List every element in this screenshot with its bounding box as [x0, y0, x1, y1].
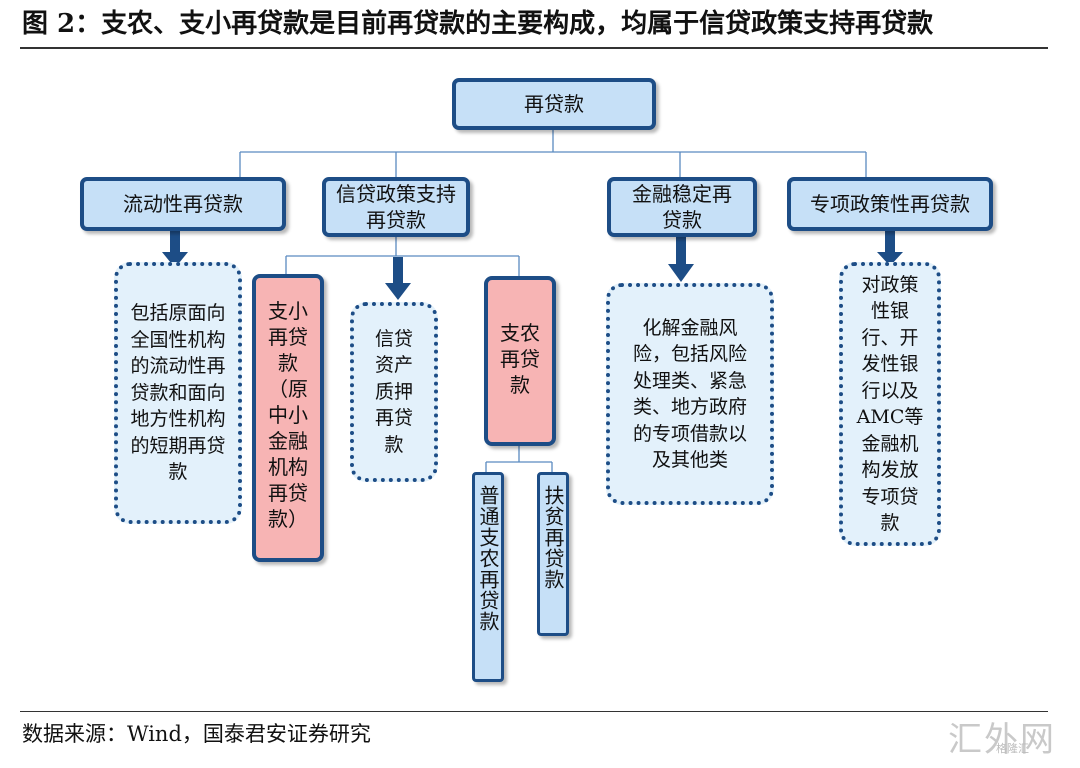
- figure-title: 图 2：支农、支小再贷款是目前再贷款的主要构成，均属于信贷政策支持再贷款: [22, 9, 934, 39]
- arrow-financial-stability: [668, 236, 694, 282]
- node-poverty-relief-text: 扶贫再贷款: [541, 485, 565, 590]
- arrow-credit-asset: [385, 257, 411, 300]
- node-agri-relending-text: 支农再贷款: [500, 321, 540, 397]
- footer-divider: [20, 711, 1048, 712]
- category-financial-stability-relending: 金融稳定再贷款: [607, 177, 757, 237]
- detail-special-policy-text: 对政策性银行、开发性银行以及AMC等金融机构发放专项贷款: [856, 273, 924, 535]
- watermark-sub: 格隆汇: [996, 742, 1029, 755]
- category-credit-policy-relending: 信贷政策支持再贷款: [322, 177, 470, 237]
- arrow-liquidity: [162, 230, 188, 268]
- detail-financial-stability-text: 化解金融风险，包括风险处理类、紧急类、地方政府的专项借款以及其他类: [632, 316, 747, 472]
- node-sme-relending: 支小再贷款（原中小金融机构再贷款）: [252, 274, 324, 562]
- category-financial-stability-label: 金融稳定再贷款: [632, 182, 732, 232]
- detail-liquidity-text: 包括原面向全国性机构的流动性再贷款和面向地方性机构的短期再贷款: [130, 302, 226, 484]
- watermark-brand: 汇外网: [948, 720, 1056, 760]
- node-sme-relending-text: 支小再贷款（原中小金融机构再贷款）: [268, 299, 308, 531]
- arrow-special: [877, 228, 903, 266]
- category-special-policy-relending: 专项政策性再贷款: [787, 177, 993, 231]
- detail-financial-stability: 化解金融风险，包括风险处理类、紧急类、地方政府的专项借款以及其他类: [606, 283, 774, 505]
- node-poverty-relief-relending: 扶贫再贷款: [537, 472, 569, 636]
- source-note: 数据来源：Wind，国泰君安证券研究: [22, 722, 371, 746]
- category-liquidity-relending: 流动性再贷款: [80, 177, 286, 231]
- detail-liquidity: 包括原面向全国性机构的流动性再贷款和面向地方性机构的短期再贷款: [114, 262, 242, 524]
- root-node-relending: 再贷款: [452, 78, 656, 130]
- node-agri-relending: 支农再贷款: [484, 276, 556, 446]
- title-divider: [20, 47, 1048, 49]
- node-general-agri-relending: 普通支农再贷款: [472, 472, 504, 682]
- detail-credit-asset-pledge: 信贷资产质押再贷款: [350, 302, 438, 482]
- node-general-agri-text: 普通支农再贷款: [476, 485, 500, 632]
- category-credit-policy-label: 信贷政策支持再贷款: [336, 182, 456, 232]
- detail-special-policy: 对政策性银行、开发性银行以及AMC等金融机构发放专项贷款: [839, 262, 941, 546]
- detail-credit-asset-pledge-text: 信贷资产质押再贷款: [374, 327, 413, 456]
